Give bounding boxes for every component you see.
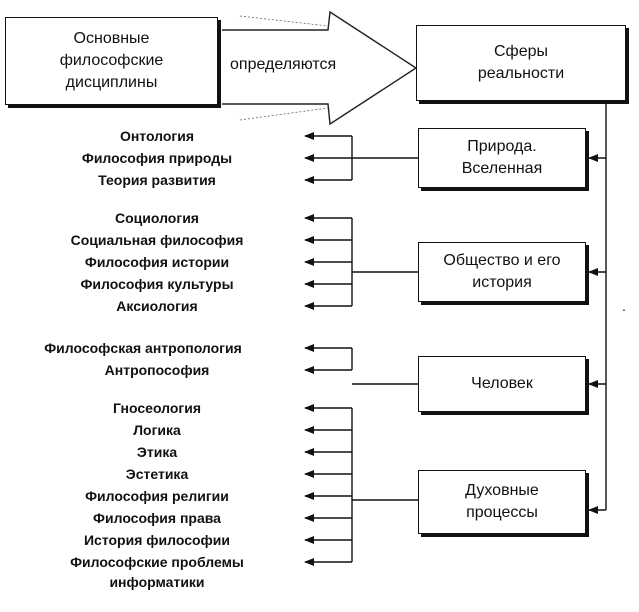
sphere-nature-line-2: Вселенная (461, 160, 543, 177)
discipline-philosophical-problems-of-informatics: Философские проблемы информатики (70, 552, 244, 592)
sphere-spirit-line-1: Духовные (465, 482, 539, 499)
sphere-box-nature: Природа. Вселенная (418, 128, 586, 188)
sphere-box-society: Общество и его история (418, 242, 586, 302)
discipline-gnoseology: Гносеология (112, 400, 202, 416)
disciplines-box: Основные философские дисциплины (5, 17, 218, 105)
discipline-informatics-line-1: Философские проблемы (70, 554, 244, 570)
discipline-history-of-philosophy: История философии (83, 532, 231, 548)
disciplines-box-line-3: дисциплины (65, 74, 158, 91)
sphere-spirit-line-2: процессы (466, 504, 538, 521)
stray-mark: . (622, 298, 626, 314)
disciplines-box-line-1: Основные (73, 30, 150, 47)
sphere-nature-line-1: Природа. (467, 138, 537, 155)
discipline-informatics-line-2: информатики (109, 574, 205, 590)
discipline-philosophy-of-law: Философия права (93, 510, 221, 526)
discipline-philosophy-of-culture: Философия культуры (80, 276, 234, 292)
discipline-theory-of-development: Теория развития (98, 172, 216, 188)
disciplines-box-line-2: философские (59, 52, 164, 69)
discipline-logic: Логика (133, 422, 181, 438)
sphere-human-line-1: Человек (471, 375, 533, 392)
discipline-anthroposophy: Антропософия (104, 362, 210, 378)
discipline-ethics: Этика (136, 444, 178, 460)
discipline-ontology: Онтология (119, 128, 195, 144)
discipline-philosophy-of-religion: Философия религии (85, 488, 229, 504)
discipline-philosophical-anthropology: Философская антропология (44, 340, 242, 356)
big-arrow-shadow (239, 15, 329, 121)
discipline-philosophy-of-history: Философия истории (84, 254, 230, 270)
connectors (304, 101, 607, 566)
sphere-box-spirit: Духовные процессы (418, 470, 586, 534)
discipline-philosophy-of-nature: Философия природы (81, 150, 233, 166)
spheres-box: Сферы реальности (416, 25, 626, 101)
discipline-aesthetics: Эстетика (125, 466, 189, 482)
discipline-axiology: Аксиология (116, 298, 198, 314)
discipline-sociology: Социология (115, 210, 199, 226)
sphere-society-line-2: история (472, 274, 532, 291)
sphere-box-human: Человек (418, 356, 586, 412)
spheres-box-line-2: реальности (477, 65, 565, 82)
arrow-label: определяются (230, 56, 337, 73)
discipline-social-philosophy: Социальная философия (70, 232, 244, 248)
sphere-society-line-1: Общество и его (443, 252, 561, 269)
spheres-box-line-1: Сферы (493, 43, 548, 60)
